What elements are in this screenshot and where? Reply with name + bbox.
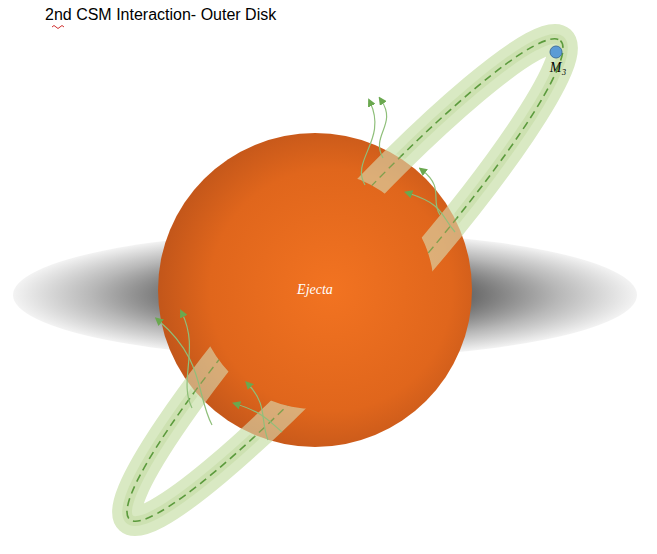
outflow-arrow [379,100,386,158]
node-shape [549,45,563,59]
orbit-ring [96,11,594,550]
ejecta-sphere: Ejecta [158,133,472,447]
blue-dot [550,46,562,58]
ring-front [96,11,594,550]
ring-core [96,11,594,550]
body-marker: M₃ [549,45,563,59]
outflow-arrow [236,404,282,432]
outflow-arrow [408,193,455,232]
outflow-arrow [248,384,268,440]
ring-band [96,11,594,550]
spell-mark [52,26,64,29]
ejecta-label: Ejecta [297,282,333,298]
diagram-title: 2nd CSM Interaction- Outer Disk [45,6,276,24]
outflow-arrow [361,102,375,185]
body-label: M₃ [550,60,567,76]
orbit-path [96,11,594,550]
outflow-arrow [158,320,212,425]
